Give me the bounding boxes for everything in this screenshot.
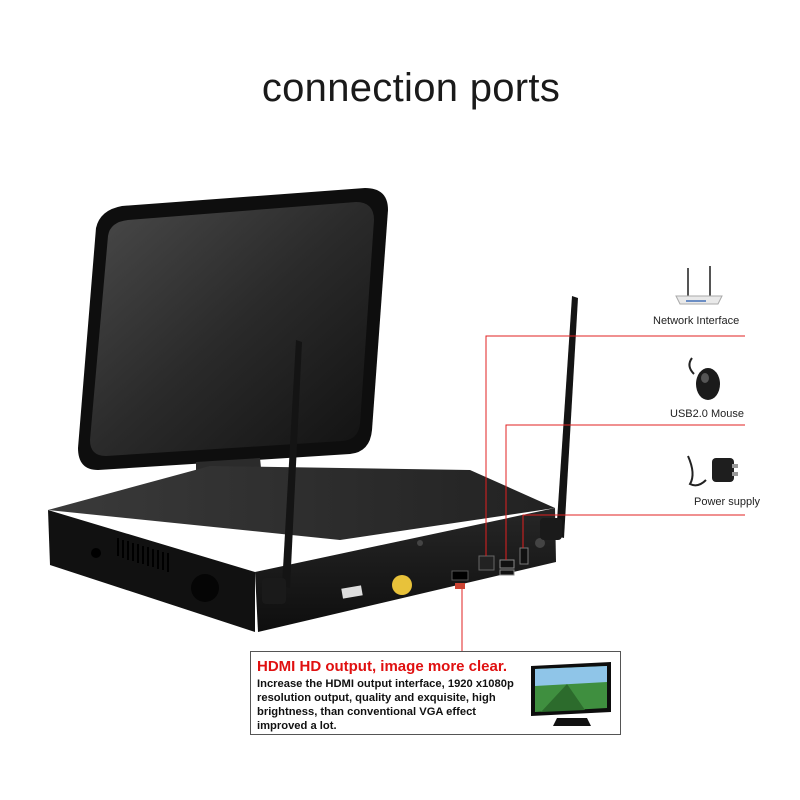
left-antenna xyxy=(262,340,302,604)
callout-lines xyxy=(461,335,745,651)
monitor-back xyxy=(78,188,388,482)
body-front xyxy=(255,508,556,632)
vents xyxy=(117,538,169,572)
body-left-side xyxy=(48,510,255,632)
usb-port xyxy=(499,559,515,569)
usb-mouse-label: USB2.0 Mouse xyxy=(670,408,744,420)
network-interface-label: Network Interface xyxy=(653,315,740,327)
power-port xyxy=(519,547,529,565)
power-adapter-icon xyxy=(687,455,738,487)
hdmi-info-box: HDMI HD output, image more clear. Increa… xyxy=(250,651,621,735)
power-supply-label: Power supply xyxy=(694,496,761,508)
tv-icon xyxy=(531,662,611,726)
hdmi-description: Increase the HDMI output interface, 1920… xyxy=(257,678,514,732)
mouse-icon xyxy=(688,357,720,400)
body-top xyxy=(48,466,555,540)
router-icon xyxy=(675,266,723,305)
hdmi-port xyxy=(451,570,469,581)
hdmi-heading: HDMI HD output, image more clear. xyxy=(257,658,508,675)
page-title: connection ports xyxy=(261,66,561,110)
right-antenna xyxy=(540,296,578,540)
lan-port xyxy=(478,555,495,571)
